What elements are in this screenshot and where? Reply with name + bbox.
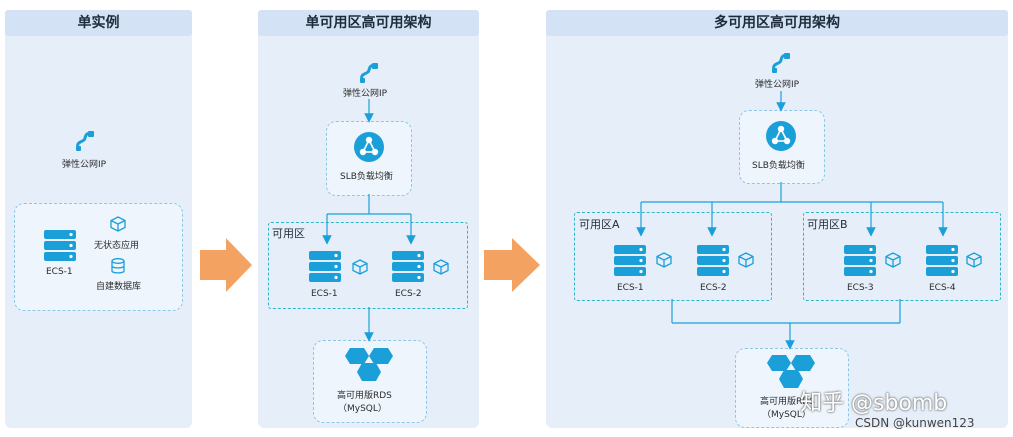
zone-a-box [574,212,772,301]
app-cube-icon [885,252,901,268]
rds-icon [767,355,815,388]
server-label: ECS-1 [311,289,338,299]
rds-box-single-az [313,340,427,423]
zone-box-single-az [268,222,468,309]
slb-label: SLB负载均衡 [340,172,393,182]
stateless-app-label: 无状态应用 [94,241,140,251]
zone-a-label: 可用区A [579,218,620,231]
zhihu-watermark: 知乎 @sbomb [800,391,948,416]
eip-icon [76,131,94,151]
csdn-watermark: CSDN @kunwen123 [855,416,975,430]
panel-title-multi-az: 多可用区高可用架构 [546,10,1008,36]
server-label: ECS-4 [929,283,956,293]
eip-label: 弹性公网IP [62,160,107,170]
server-label: ECS-3 [847,283,874,293]
zone-b-box [803,212,1001,301]
zone-b-label: 可用区B [807,218,848,231]
server-icon [392,251,424,282]
rds-label: 高可用版RDS [760,397,815,407]
server-icon [844,245,876,276]
transition-arrow-1 [200,238,252,292]
panel-title-single-az: 单可用区高可用架构 [258,10,479,36]
zone-label: 可用区 [272,227,305,240]
server-label: ECS-2 [395,289,422,299]
eip-label: 弹性公网IP [343,89,388,99]
single-instance-box [14,203,183,311]
slb-label: SLB负载均衡 [752,161,805,171]
server-label: ECS-1 [617,283,644,293]
server-icon [926,245,958,276]
rds-label: 高可用版RDS [337,391,392,401]
database-icon [111,258,125,274]
server-icon [309,251,341,282]
slb-icon [354,132,384,162]
server-icon [614,245,646,276]
rds-engine-label: （MySQL） [762,410,811,420]
app-cube-icon [966,252,982,268]
app-cube-icon [738,252,754,268]
app-cube-icon [433,259,449,275]
rds-engine-label: （MySQL） [338,404,387,414]
app-cube-icon [110,216,126,232]
app-cube-icon [352,259,368,275]
app-cube-icon [656,252,672,268]
slb-icon [766,121,796,151]
server-icon [697,245,729,276]
server-label: ECS-1 [46,267,73,277]
eip-icon [772,53,790,73]
transition-arrow-2 [484,238,540,292]
server-icon [44,230,76,261]
eip-icon [360,63,378,83]
server-label: ECS-2 [700,283,727,293]
eip-label: 弹性公网IP [755,80,800,90]
self-db-label: 自建数据库 [96,282,142,292]
panel-title-single-instance: 单实例 [5,10,192,36]
rds-icon [345,348,393,381]
